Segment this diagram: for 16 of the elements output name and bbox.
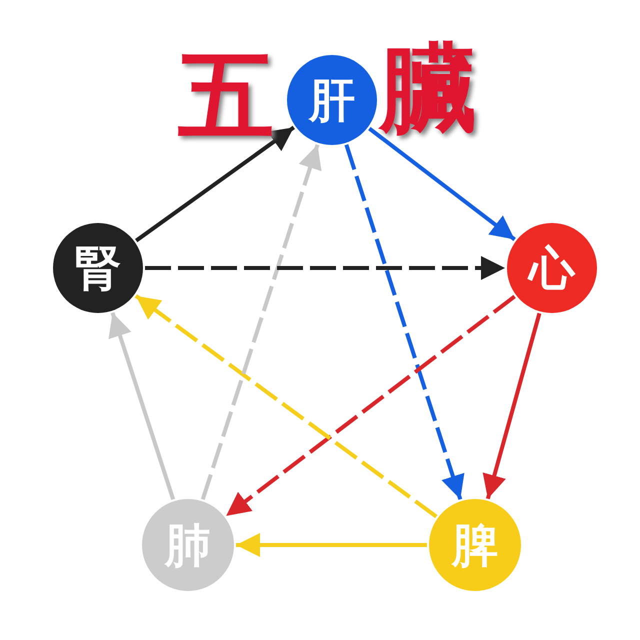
arrow bbox=[482, 312, 542, 500]
arrow bbox=[236, 533, 427, 557]
organ-circle: 腎 bbox=[53, 223, 143, 313]
arrow bbox=[224, 294, 516, 518]
title-character: 臟 bbox=[380, 40, 476, 136]
arrow bbox=[135, 126, 295, 242]
arrow bbox=[134, 294, 438, 518]
arrow bbox=[200, 144, 322, 500]
arrow bbox=[145, 256, 505, 280]
arrow bbox=[368, 126, 516, 242]
title-character: 五 bbox=[178, 48, 274, 144]
organ-circle: 肝 bbox=[287, 55, 377, 145]
arrow bbox=[108, 312, 176, 500]
organ-circle: 心 bbox=[507, 223, 597, 313]
arrow bbox=[344, 144, 464, 500]
organ-circle: 脾 bbox=[429, 499, 521, 591]
